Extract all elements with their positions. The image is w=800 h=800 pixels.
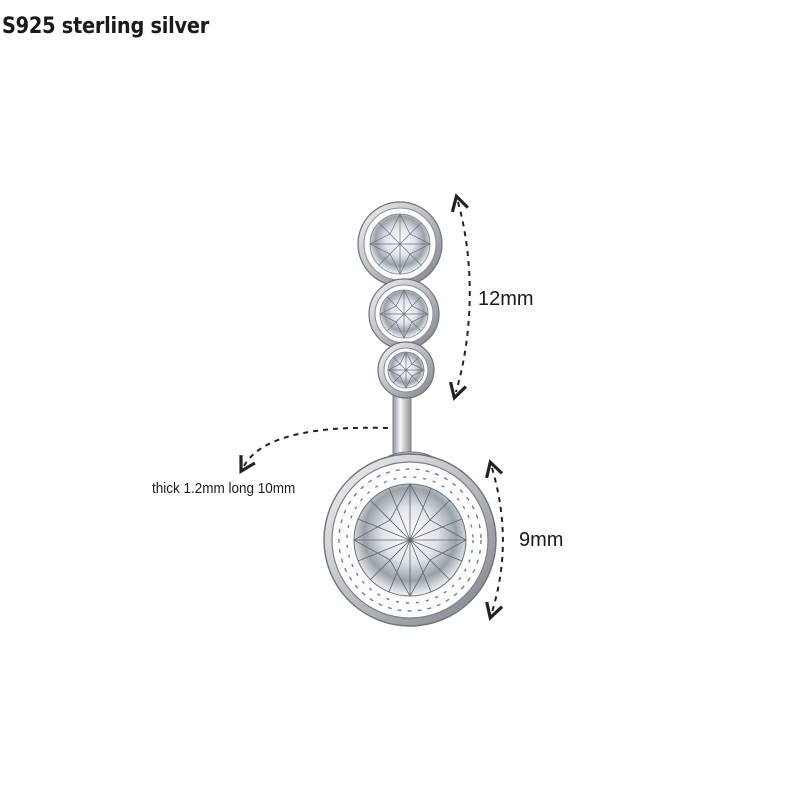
dimension-label-top: 12mm <box>478 288 534 310</box>
material-title: S925 sterling silver <box>2 14 210 39</box>
top-gem-medium <box>368 278 440 350</box>
top-gem-large <box>357 201 443 287</box>
bottom-gem <box>323 451 497 627</box>
dimension-arrow-bottom <box>485 459 504 621</box>
bar-spec-label: thick 1.2mm long 10mm <box>152 480 296 497</box>
bar-pointer-arrow <box>239 426 389 475</box>
dimension-arrow-top <box>448 193 471 401</box>
top-gem-small <box>377 341 435 399</box>
dimension-label-bottom: 9mm <box>519 529 564 551</box>
